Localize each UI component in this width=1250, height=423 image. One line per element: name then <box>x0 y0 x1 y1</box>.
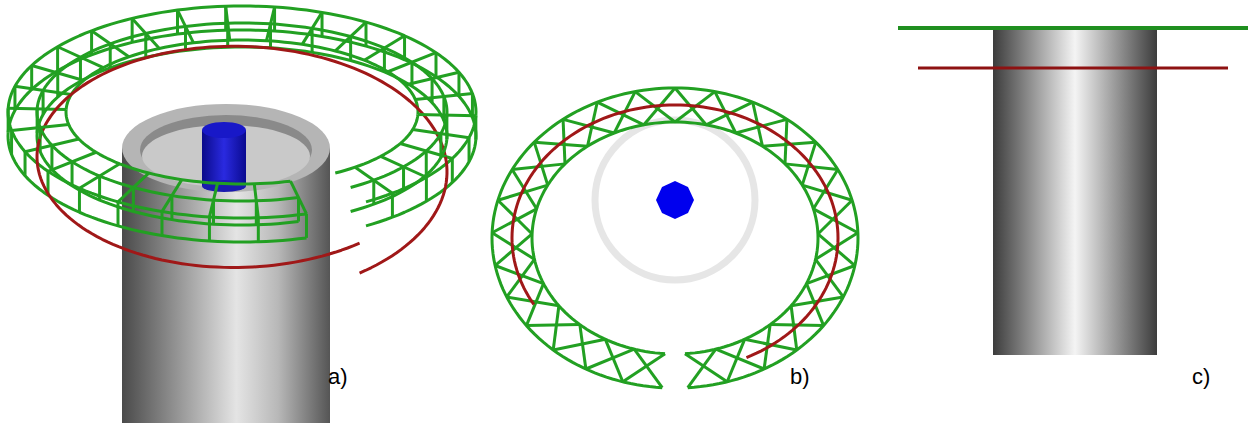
mesh-line <box>492 88 858 388</box>
mesh-line <box>212 200 215 224</box>
mesh-line <box>8 132 306 242</box>
mesh-line <box>176 10 179 34</box>
helix-line <box>512 105 838 358</box>
mesh-line <box>580 325 586 369</box>
mesh-line <box>184 26 187 50</box>
mesh-back <box>8 6 476 157</box>
mesh-line <box>402 167 405 191</box>
mesh-line <box>425 151 428 175</box>
mesh-line <box>383 48 386 72</box>
mesh-line <box>116 202 119 226</box>
mesh-line <box>42 90 45 114</box>
mesh-line <box>131 18 134 42</box>
mesh-line <box>37 23 447 115</box>
side-view <box>898 28 1248 355</box>
mesh-line <box>37 139 360 267</box>
mesh-line <box>532 122 818 354</box>
mesh-line <box>30 66 33 90</box>
mesh-line <box>474 116 477 140</box>
mesh-line <box>13 86 16 110</box>
mesh-line <box>553 339 605 350</box>
mesh-line <box>471 94 474 118</box>
mesh-line <box>526 323 579 327</box>
mesh-line <box>623 354 665 382</box>
mesh-line <box>255 201 258 225</box>
panel-label: a) <box>328 366 348 388</box>
mesh-line <box>56 47 59 71</box>
mesh-line <box>372 180 375 204</box>
mesh-line <box>403 36 406 60</box>
mesh-line <box>208 217 211 241</box>
mesh-line <box>132 187 135 211</box>
mesh-line <box>269 24 272 48</box>
mesh-line <box>109 44 112 68</box>
mesh-line <box>226 23 229 47</box>
mesh-line <box>457 72 460 96</box>
mesh-line <box>468 138 471 162</box>
mesh-line <box>365 22 368 46</box>
mesh-line <box>90 31 93 55</box>
mesh-front <box>8 108 476 273</box>
mesh-line <box>360 157 447 273</box>
panel-label: c) <box>1192 366 1210 388</box>
mesh-line <box>434 53 437 77</box>
mesh-line <box>634 349 662 387</box>
cylinder <box>122 104 330 423</box>
mesh-line <box>311 28 314 52</box>
mesh-line <box>10 130 13 154</box>
mesh-line <box>451 158 454 182</box>
mesh-line <box>144 33 147 57</box>
mesh-line <box>349 37 352 61</box>
mesh-line <box>66 109 291 184</box>
mesh-line <box>78 188 81 212</box>
mesh-line <box>160 212 163 236</box>
mesh-line <box>273 7 276 31</box>
mesh-line <box>586 349 634 369</box>
mesh-line <box>442 97 445 121</box>
mesh-line <box>321 12 324 36</box>
mesh-line <box>688 349 716 387</box>
mesh-line <box>425 177 428 201</box>
mesh-top <box>492 88 858 388</box>
mesh-line <box>366 116 476 202</box>
mesh-line <box>366 140 476 226</box>
mesh-line <box>170 196 173 220</box>
panel-label: b) <box>790 366 810 388</box>
mesh-line <box>50 145 53 169</box>
mesh-line <box>305 214 308 238</box>
mesh-line <box>391 193 394 217</box>
top-view <box>595 120 755 280</box>
mesh-line <box>37 133 299 225</box>
mesh-line <box>727 339 744 381</box>
mesh-line <box>24 152 27 176</box>
mesh-line <box>297 198 300 222</box>
mesh-line <box>71 162 74 186</box>
mesh-line <box>351 139 447 211</box>
mesh-line <box>553 306 559 350</box>
mesh-line <box>79 57 82 81</box>
mesh-line <box>98 176 101 200</box>
mesh-line <box>685 354 727 382</box>
mesh-line <box>526 284 543 326</box>
mesh-line <box>56 73 59 97</box>
